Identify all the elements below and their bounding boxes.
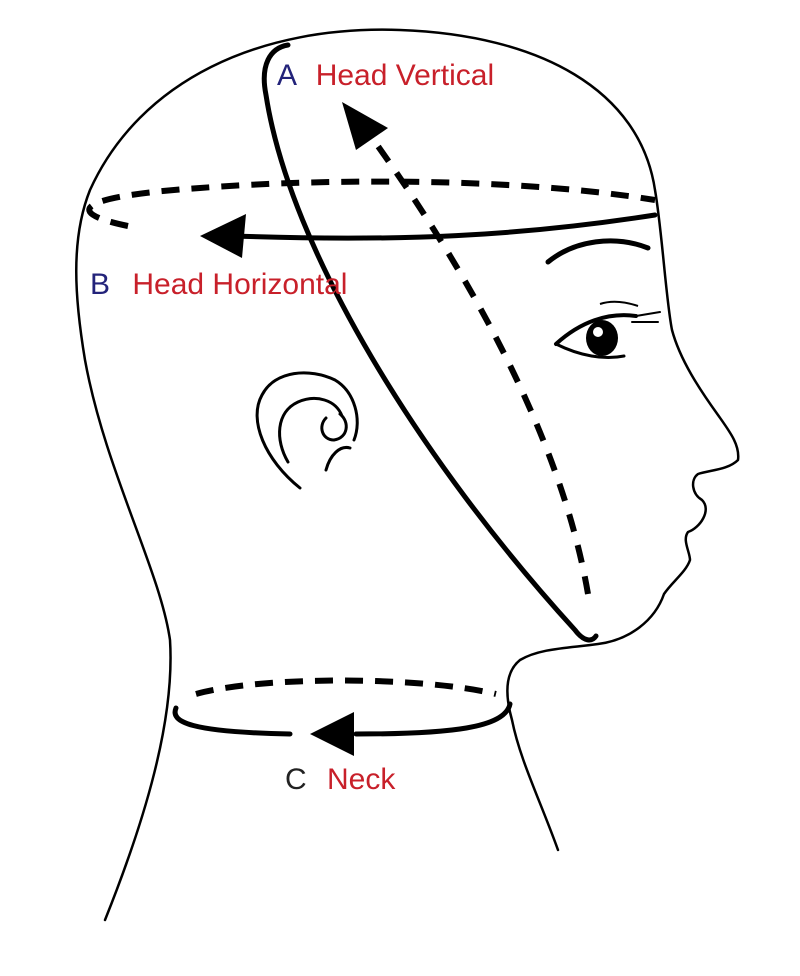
head-horizontal-arrowhead (200, 214, 246, 258)
neck-line-right (353, 701, 513, 737)
label-c-name: Neck (327, 763, 396, 796)
label-b: B Head Horizontal (90, 268, 347, 301)
label-b-name: Head Horizontal (132, 268, 347, 301)
head-vertical-arrowhead (342, 102, 388, 150)
head-horizontal-line (232, 212, 658, 241)
label-c-letter: C (285, 763, 307, 796)
neck-line (172, 705, 293, 737)
head-outline (75, 28, 740, 922)
head-vertical-line (261, 42, 599, 643)
label-b-letter: B (90, 268, 110, 301)
head-horizontal-dashed-loop (86, 178, 656, 229)
neck-arrowhead (310, 712, 354, 756)
ear-shape (255, 371, 359, 490)
label-a-letter: A (277, 59, 297, 92)
label-a-name: Head Vertical (316, 59, 494, 92)
head-vertical-dashed-line (367, 133, 591, 595)
neck-dashed-loop (195, 677, 497, 697)
label-a: A Head Vertical (277, 59, 494, 92)
eye-shape (554, 300, 661, 359)
eyebrow-shape (545, 238, 651, 265)
label-c: C Neck (285, 763, 396, 796)
